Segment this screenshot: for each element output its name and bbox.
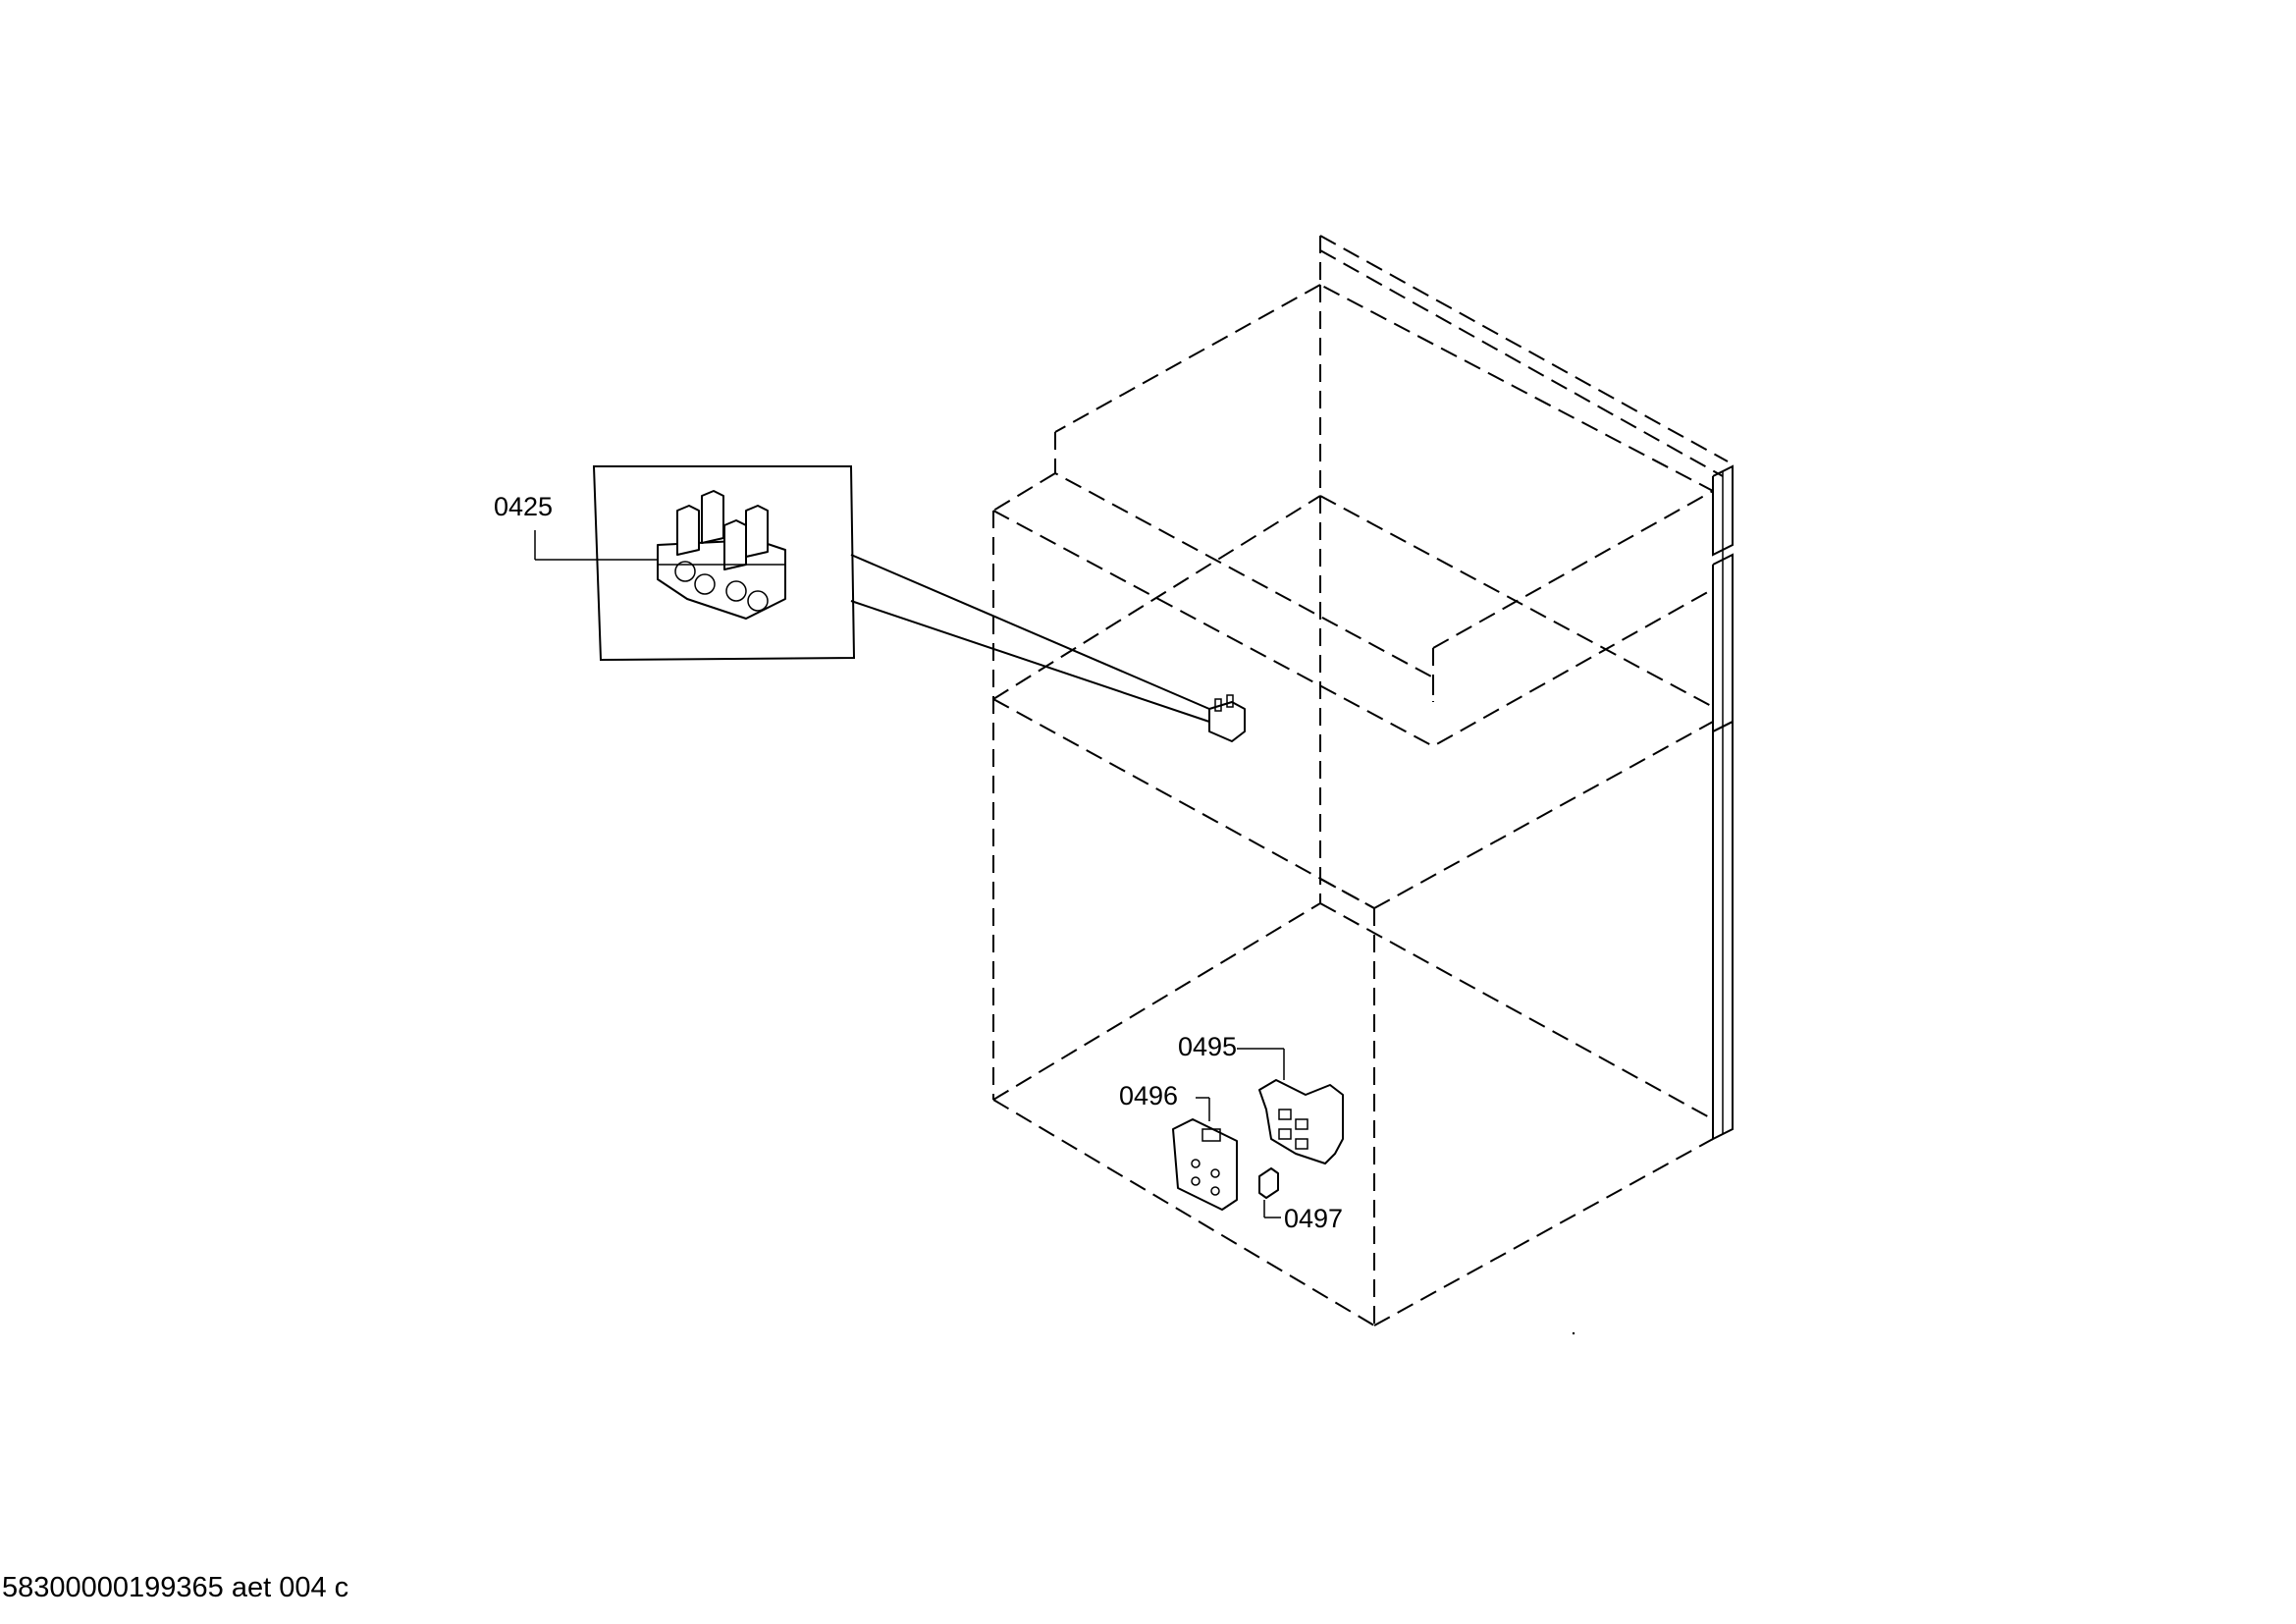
- part-label-0495: 0495: [1178, 1032, 1237, 1061]
- socket-slot-3: [1278, 1128, 1292, 1140]
- terminal-tab-3: [723, 519, 747, 570]
- inner-back-upper: [992, 495, 1321, 700]
- part-label-0497: 0497: [1284, 1204, 1343, 1233]
- floor-front-left: [992, 1099, 1375, 1326]
- terminal-hole-2: [694, 573, 716, 595]
- side-panel: [1712, 464, 1734, 1141]
- cover-hole-2: [1210, 1168, 1220, 1178]
- part-0497: 0497: [1258, 1167, 1343, 1233]
- floor-front-right: [1373, 1138, 1714, 1326]
- top-slab-front-edge: [1319, 236, 1714, 492]
- top-left-edge: [1054, 284, 1321, 433]
- upper-step-front: [1054, 432, 1434, 678]
- middle-divider-right: [1373, 721, 1714, 909]
- side-panel-lower: [1712, 720, 1734, 1141]
- housing-outline: [992, 235, 1729, 1326]
- terminal-block-small: [1208, 694, 1246, 742]
- inner-mid-joint: [1319, 878, 1375, 909]
- cover-body: [1172, 1118, 1238, 1211]
- plug-body: [1258, 1167, 1279, 1199]
- callout-frame: [592, 465, 856, 662]
- cover-tab: [1201, 1128, 1221, 1142]
- middle-block-top: [992, 510, 1714, 748]
- top-slab-top-edge: [1319, 235, 1729, 462]
- socket-bracket-body: [1258, 1079, 1344, 1164]
- terminal-hole-1: [674, 561, 696, 582]
- floor-back-right: [1319, 902, 1714, 1120]
- top-slab-middle-edge: [1319, 249, 1724, 477]
- detail-callout-0425: 0425: [494, 465, 1210, 723]
- terminal-tab-2: [701, 490, 724, 544]
- terminal-tab-1: [676, 505, 700, 556]
- small-terminal-tab-2: [1226, 694, 1234, 708]
- inner-back-upper-right: [1319, 495, 1714, 708]
- terminal-hole-3: [725, 580, 747, 602]
- document-code: 58300000199365 aet 004 c: [2, 1572, 348, 1603]
- stray-dot: [1572, 1331, 1575, 1335]
- small-terminal-body: [1208, 701, 1246, 742]
- cover-hole-4: [1210, 1186, 1220, 1196]
- cover-hole-1: [1191, 1159, 1201, 1168]
- socket-slot-2: [1295, 1118, 1308, 1130]
- terminal-tab-4: [745, 505, 769, 558]
- small-terminal-tab-1: [1214, 698, 1222, 712]
- upper-step-left: [992, 472, 1056, 512]
- socket-slot-1: [1278, 1109, 1292, 1120]
- terminal-hole-4: [747, 590, 769, 612]
- part-0496: 0496: [1119, 1081, 1238, 1211]
- callout-leader-bottom: [850, 600, 1210, 723]
- callout-leader-top: [850, 554, 1210, 710]
- middle-divider-front: [992, 698, 1375, 909]
- part-0495: 0495: [1178, 1032, 1344, 1164]
- side-panel-upper: [1712, 464, 1734, 557]
- socket-slot-4: [1295, 1138, 1308, 1150]
- part-label-0425: 0425: [494, 492, 553, 521]
- cover-hole-3: [1191, 1176, 1201, 1186]
- part-label-0496: 0496: [1119, 1081, 1178, 1110]
- terminal-block-enlarged: [657, 490, 786, 620]
- upper-step-back: [1432, 490, 1714, 649]
- floor-back-left: [992, 902, 1321, 1101]
